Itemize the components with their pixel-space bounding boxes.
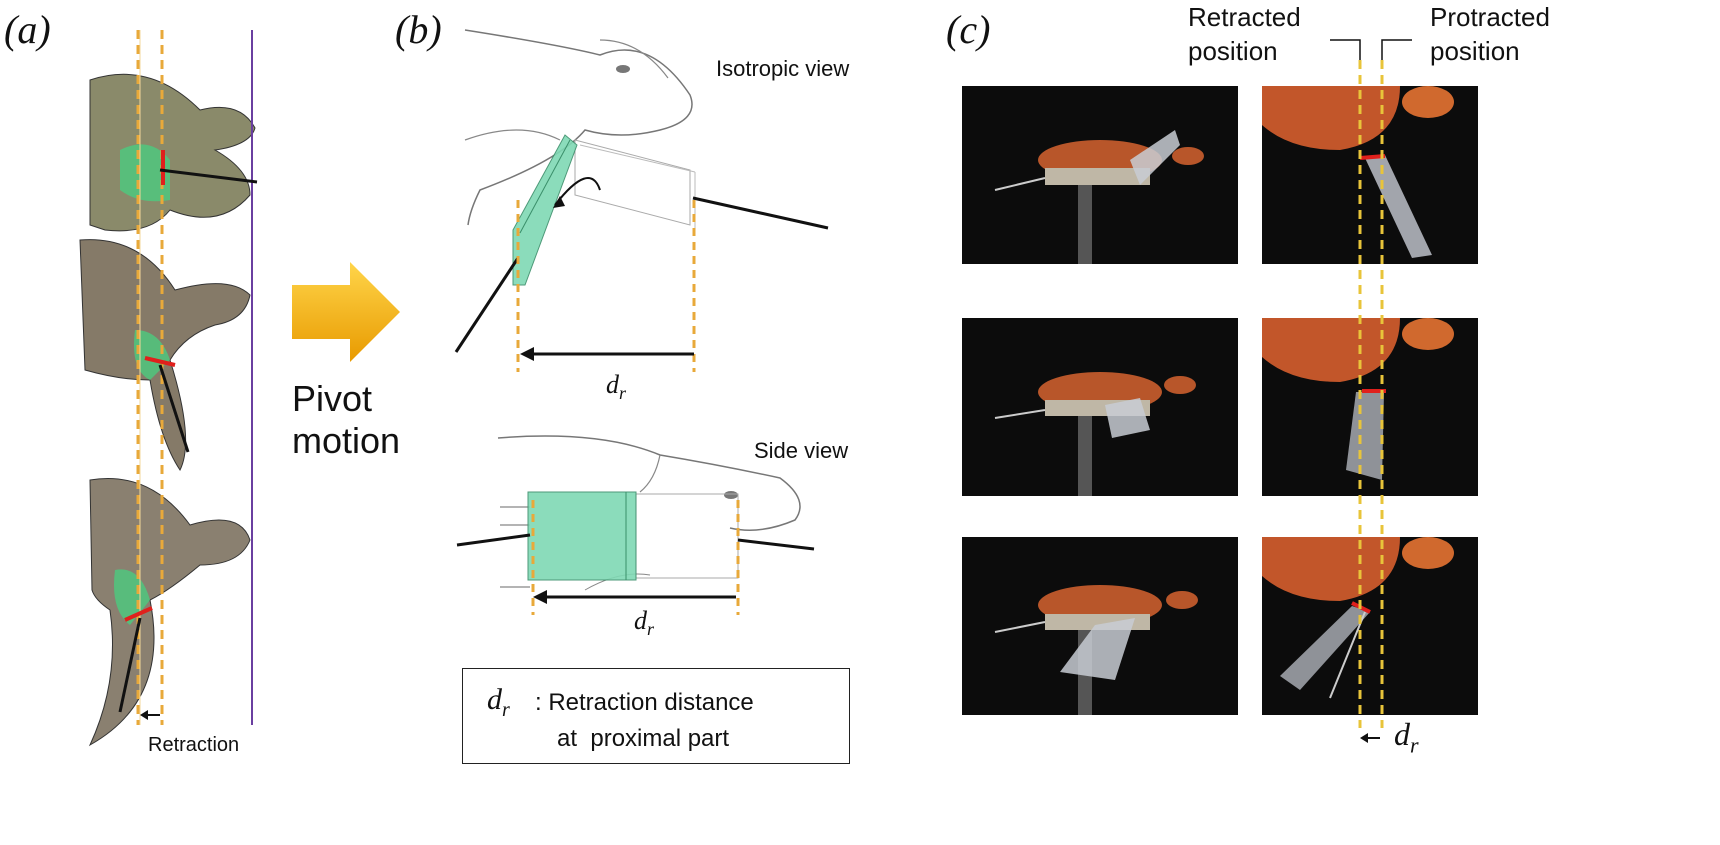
protracted-line1: Protracted bbox=[1430, 2, 1550, 32]
robot-turtle-side-3 bbox=[994, 585, 1198, 715]
retracted-position-label: Retracted position bbox=[1188, 0, 1301, 68]
legend-line2: at proximal part bbox=[557, 725, 730, 752]
side-dr-label: dr bbox=[634, 606, 655, 640]
pivot-label-line1: Pivot bbox=[292, 378, 373, 419]
robot-turtle-top-2 bbox=[1262, 318, 1454, 480]
dr-legend-box: dr : Retraction distance at proximal par… bbox=[462, 668, 850, 764]
retracted-line1: Retracted bbox=[1188, 2, 1301, 32]
panel-b-label: (b) bbox=[395, 7, 442, 52]
turtle-illustration-1 bbox=[89, 73, 256, 232]
arrow-right-icon bbox=[292, 262, 400, 362]
legend-line1: : Retraction distance bbox=[535, 689, 754, 716]
legend-symbol: dr bbox=[487, 683, 510, 721]
robot-turtle-top-1 bbox=[1262, 86, 1454, 258]
robot-turtle-side-1 bbox=[994, 130, 1204, 264]
pivot-motion-label: Pivot motion bbox=[292, 378, 400, 462]
isotropic-view-title: Isotropic view bbox=[716, 56, 850, 81]
retracted-line2: position bbox=[1188, 36, 1278, 66]
panel-a-label: (a) bbox=[4, 7, 51, 52]
retraction-label: Retraction bbox=[148, 734, 240, 756]
protracted-position-label: Protracted position bbox=[1430, 0, 1550, 68]
panel-c-label: (c) bbox=[946, 7, 991, 52]
protracted-line2: position bbox=[1430, 36, 1520, 66]
robot-turtle-side-2 bbox=[994, 372, 1196, 496]
isotropic-dr-label: dr bbox=[606, 370, 627, 404]
pivot-label-line2: motion bbox=[292, 420, 401, 461]
isotropic-retracted-flipper bbox=[512, 134, 578, 286]
robot-turtle-top-3 bbox=[1262, 537, 1454, 699]
side-view-title: Side view bbox=[754, 438, 849, 463]
panel-c-dr-label: dr bbox=[1394, 716, 1419, 758]
